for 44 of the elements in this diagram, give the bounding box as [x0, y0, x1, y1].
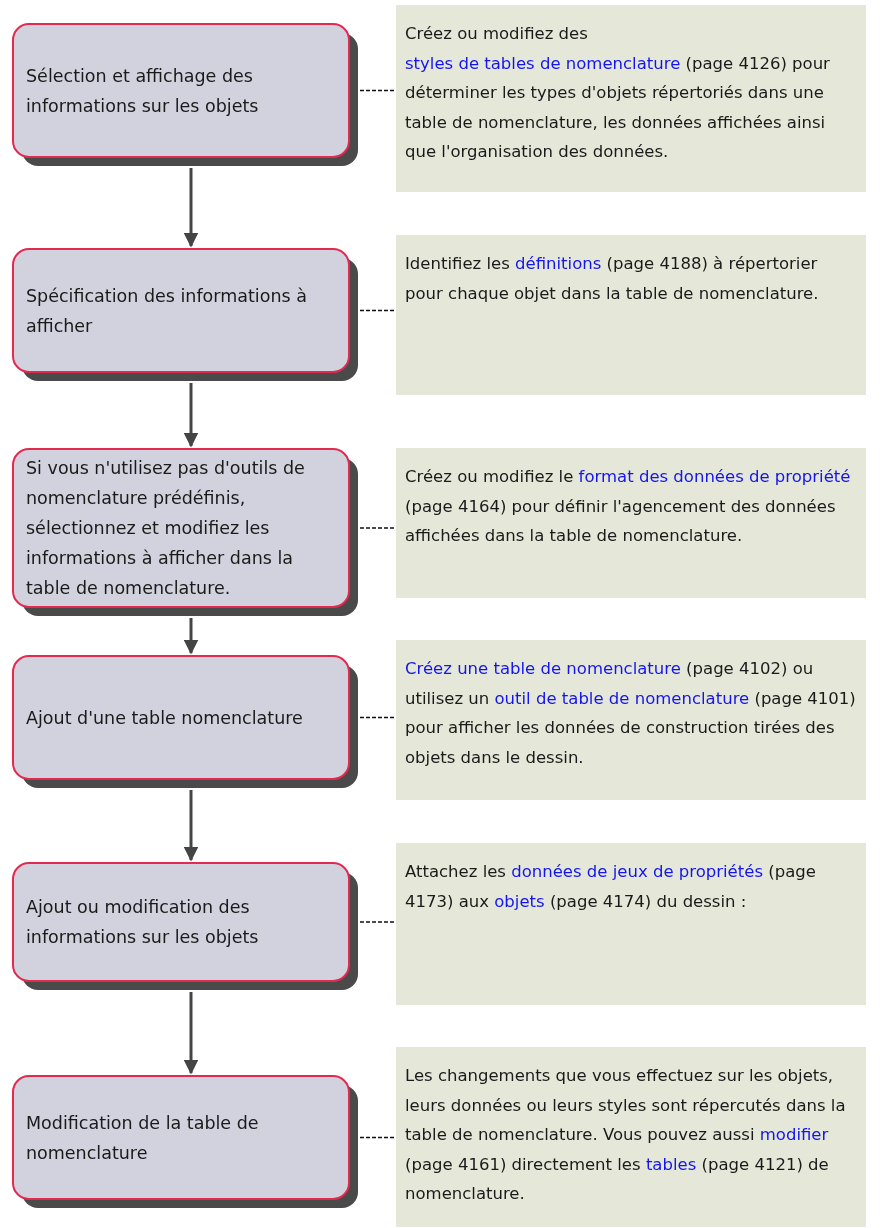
note-text: Créez ou modifiez le format des données de propriété (page 4164) pour définir l'agencement des données affichées dans la table de nomenclature.	[405, 466, 852, 547]
process-box	[12, 1075, 360, 1210]
step-text: Ajout d'une table nomenclature	[26, 706, 304, 730]
step-text: Si vous n'utilisez pas d'outils de nomenclature prédéfinis, sélectionnez et modifiez les informations à afficher dans la table de nomenclature.	[26, 457, 306, 600]
arrow	[183, 992, 199, 1075]
process-box	[12, 248, 360, 383]
dashed-connector	[359, 89, 397, 92]
note-box	[396, 843, 866, 1005]
process-box	[12, 862, 360, 992]
dashed-connector	[359, 309, 397, 312]
note-text: Créez ou modifiez des styles de tables de nomenclature (page 4126) pour déterminer les types d'objets répertoriés dans une table de nomenclature, les données affichées ainsi que l'organisation des données.	[405, 23, 831, 163]
link: objets	[494, 891, 545, 911]
note-box	[396, 235, 866, 395]
note-box	[396, 1047, 866, 1227]
note-text: Les changements que vous effectuez sur les objets, leurs données ou leurs styles sont répercutés dans la table de nomenclature. Vous pouvez aussi modifier (page 4161) directement les tables (page 4121) de nomenclature.	[405, 1065, 847, 1205]
note-box	[396, 640, 866, 800]
link: styles de tables de nomenclature	[405, 53, 681, 73]
link: données de jeux de propriétés	[511, 862, 763, 881]
link: format des données de propriété	[578, 467, 851, 486]
link: tables	[645, 1154, 697, 1174]
arrow	[183, 383, 199, 448]
note-box	[396, 448, 866, 598]
step-text: Spécification des informations à afficher	[26, 284, 308, 338]
dashed-connector	[359, 921, 397, 923]
step-text: Modification de la table de nomenclature	[26, 1111, 260, 1165]
arrow	[183, 168, 199, 248]
note-text: Créez une table de nomenclature (page 4102) ou utilisez un outil de table de nomenclature (page 4101) pour afficher les données de construction tirées des objets dans le dessin.	[405, 658, 857, 769]
arrow	[183, 790, 199, 862]
link: outil de table de nomenclature	[494, 688, 750, 708]
link: définitions	[515, 254, 602, 273]
link: Créez une table de nomenclature	[405, 659, 681, 678]
link: modifier	[759, 1125, 829, 1144]
step-text: Sélection et affichage des informations sur les objets	[26, 64, 260, 118]
process-box	[12, 655, 360, 790]
step-text: Ajout ou modification des informations sur les objets	[26, 896, 260, 949]
dashed-connector	[359, 527, 397, 529]
arrow	[183, 618, 199, 655]
note-text: Attachez les données de jeux de propriétés (page 4173) aux objets (page 4174) du dessin :	[405, 861, 817, 913]
dashed-connector	[359, 716, 397, 719]
note-text: Identifiez les définitions (page 4188) à répertorier pour chaque objet dans la table de nomenclature.	[405, 253, 820, 305]
dashed-connector	[359, 1136, 397, 1139]
process-box	[12, 448, 360, 618]
process-box	[12, 23, 360, 168]
note-box	[396, 5, 866, 192]
